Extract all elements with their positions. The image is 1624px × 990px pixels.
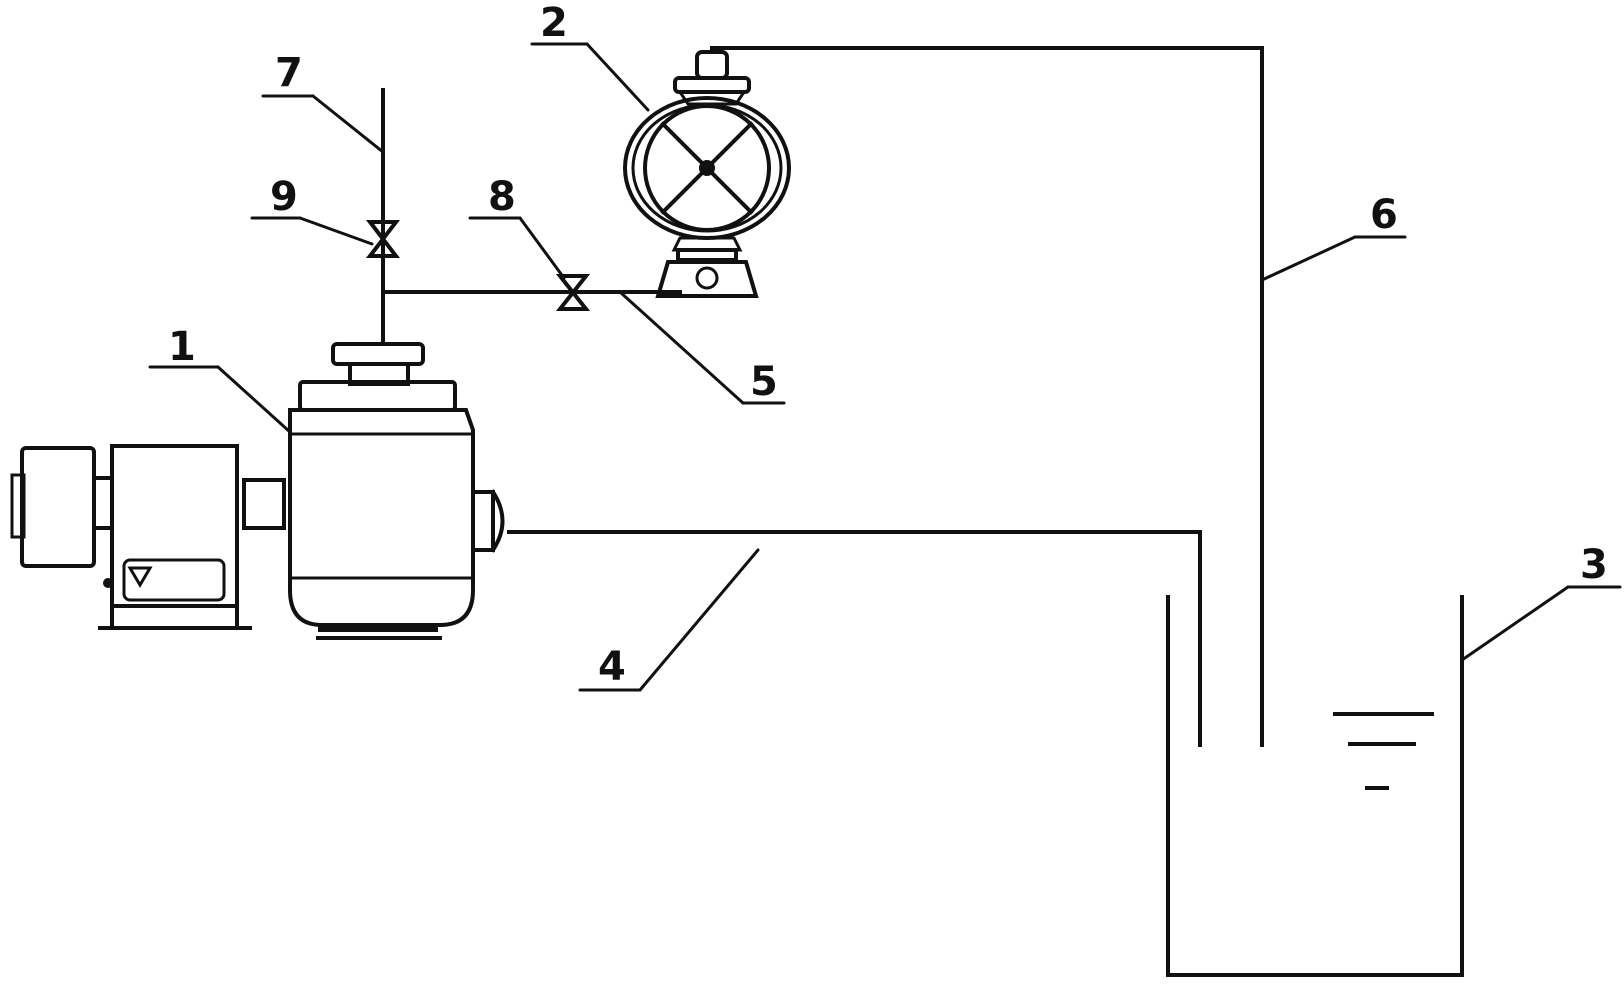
label-valve-vent: 9 [270,174,298,220]
label-return-pipe: 6 [1370,192,1398,238]
label-pump: 1 [168,324,196,370]
label-connecting-pipe: 5 [750,359,778,405]
vacuum-pump [623,50,791,298]
motor-unit [10,444,286,630]
leader-lines [148,42,1622,692]
tank [1166,595,1464,977]
pump-body [288,342,505,640]
label-inlet-pipe: 4 [598,644,626,690]
inlet-pipe [507,530,1202,747]
label-tank: 3 [1580,542,1608,588]
return-pipe [710,46,1264,747]
label-vent-pipe: 7 [275,50,303,96]
valve-9 [365,220,401,258]
label-valve-connecting: 8 [488,174,516,220]
valve-8 [555,274,591,311]
label-vacuum-pump: 2 [540,0,568,46]
